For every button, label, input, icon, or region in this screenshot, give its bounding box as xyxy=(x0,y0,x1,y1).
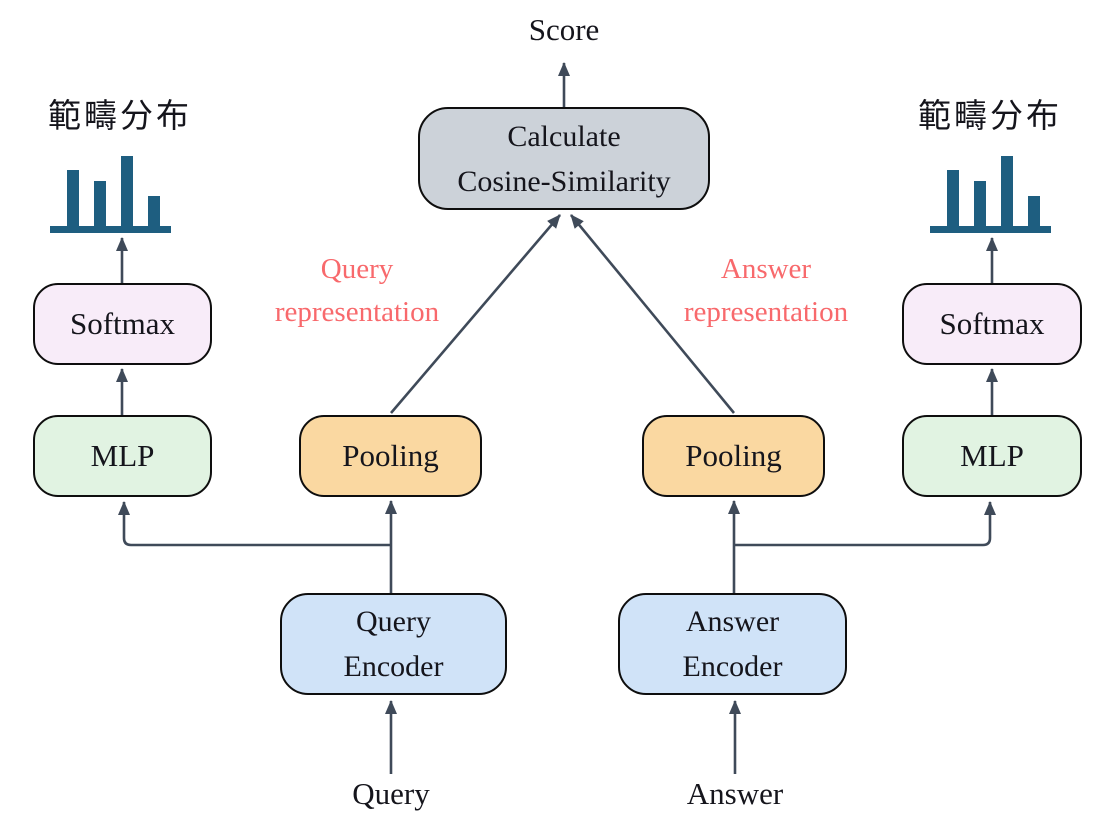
arrow-pooling-to-cosine-left xyxy=(390,214,561,414)
distribution-label-right: 範疇分布 xyxy=(918,99,1062,135)
arrow-pooling-to-cosine-right xyxy=(569,214,736,414)
answer-input-label: Answer xyxy=(686,776,784,811)
answer-representation-label: Answer representation xyxy=(666,248,866,334)
query-input-label: Query xyxy=(352,776,430,811)
bar-chart-icon-right xyxy=(930,154,1051,233)
pooling-label: Pooling xyxy=(685,438,782,473)
cosine-box-line2: Cosine-Similarity xyxy=(457,164,671,198)
mlp-box-left: MLP xyxy=(33,415,212,497)
cosine-similarity-box: Calculate Cosine-Similarity xyxy=(418,107,710,210)
bar-chart-icon-left xyxy=(50,154,171,233)
bar xyxy=(1001,156,1013,227)
mlp-box-right: MLP xyxy=(902,415,1082,497)
answer-encoder-box: Answer Encoder xyxy=(618,593,847,695)
mlp-label: MLP xyxy=(90,438,155,473)
query-representation-line1: Query xyxy=(320,253,394,285)
query-representation-label: Query representation xyxy=(257,248,457,334)
answer-representation-line2: representation xyxy=(683,296,849,328)
arrow-encoder-branch-to-mlp-right xyxy=(734,501,996,547)
bar xyxy=(94,181,106,227)
cosine-box-line1: Calculate xyxy=(507,119,621,153)
bar xyxy=(1028,196,1040,227)
bar xyxy=(148,196,160,227)
answer-representation-line1: Answer xyxy=(720,253,812,285)
mlp-label: MLP xyxy=(960,438,1024,473)
softmax-label: Softmax xyxy=(939,306,1045,341)
bar-chart-baseline xyxy=(50,226,171,233)
answer-encoder-line2: Encoder xyxy=(682,650,783,683)
bar xyxy=(67,170,79,227)
pooling-label: Pooling xyxy=(342,438,439,473)
query-representation-line2: representation xyxy=(274,296,440,328)
pooling-box-left: Pooling xyxy=(299,415,482,497)
arrow-encoder-branch-to-mlp-left xyxy=(118,501,391,547)
softmax-box-left: Softmax xyxy=(33,283,212,365)
softmax-label: Softmax xyxy=(69,306,176,341)
answer-encoder-line1: Answer xyxy=(685,605,780,638)
query-encoder-box: Query Encoder xyxy=(280,593,507,695)
bar xyxy=(947,170,959,227)
query-encoder-line2: Encoder xyxy=(343,650,444,683)
bar-chart-baseline xyxy=(930,226,1051,233)
softmax-box-right: Softmax xyxy=(902,283,1082,365)
score-label: Score xyxy=(528,12,600,47)
pooling-box-right: Pooling xyxy=(642,415,825,497)
distribution-label-left: 範疇分布 xyxy=(48,99,192,135)
bar xyxy=(121,156,133,227)
bar xyxy=(974,181,986,227)
query-encoder-line1: Query xyxy=(356,605,431,638)
